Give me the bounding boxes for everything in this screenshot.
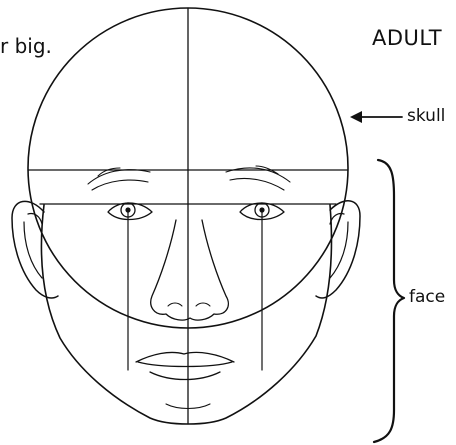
left-eyebrow: [88, 168, 150, 190]
skull-label: skull: [407, 106, 445, 126]
face-outline: [41, 205, 331, 424]
skull-arrow-head: [350, 111, 362, 123]
face-label: face: [409, 287, 445, 307]
left-ear-inner: [24, 213, 42, 278]
right-pupil: [259, 207, 264, 212]
nose: [151, 220, 229, 320]
nostrils: [168, 303, 210, 306]
right-ear: [316, 201, 360, 298]
face-bracket: [374, 160, 404, 442]
left-pupil: [125, 207, 130, 212]
diagram-title: ADULT: [372, 26, 442, 50]
mouth: [136, 352, 234, 379]
cropped-caption-text: r big.: [0, 34, 52, 58]
